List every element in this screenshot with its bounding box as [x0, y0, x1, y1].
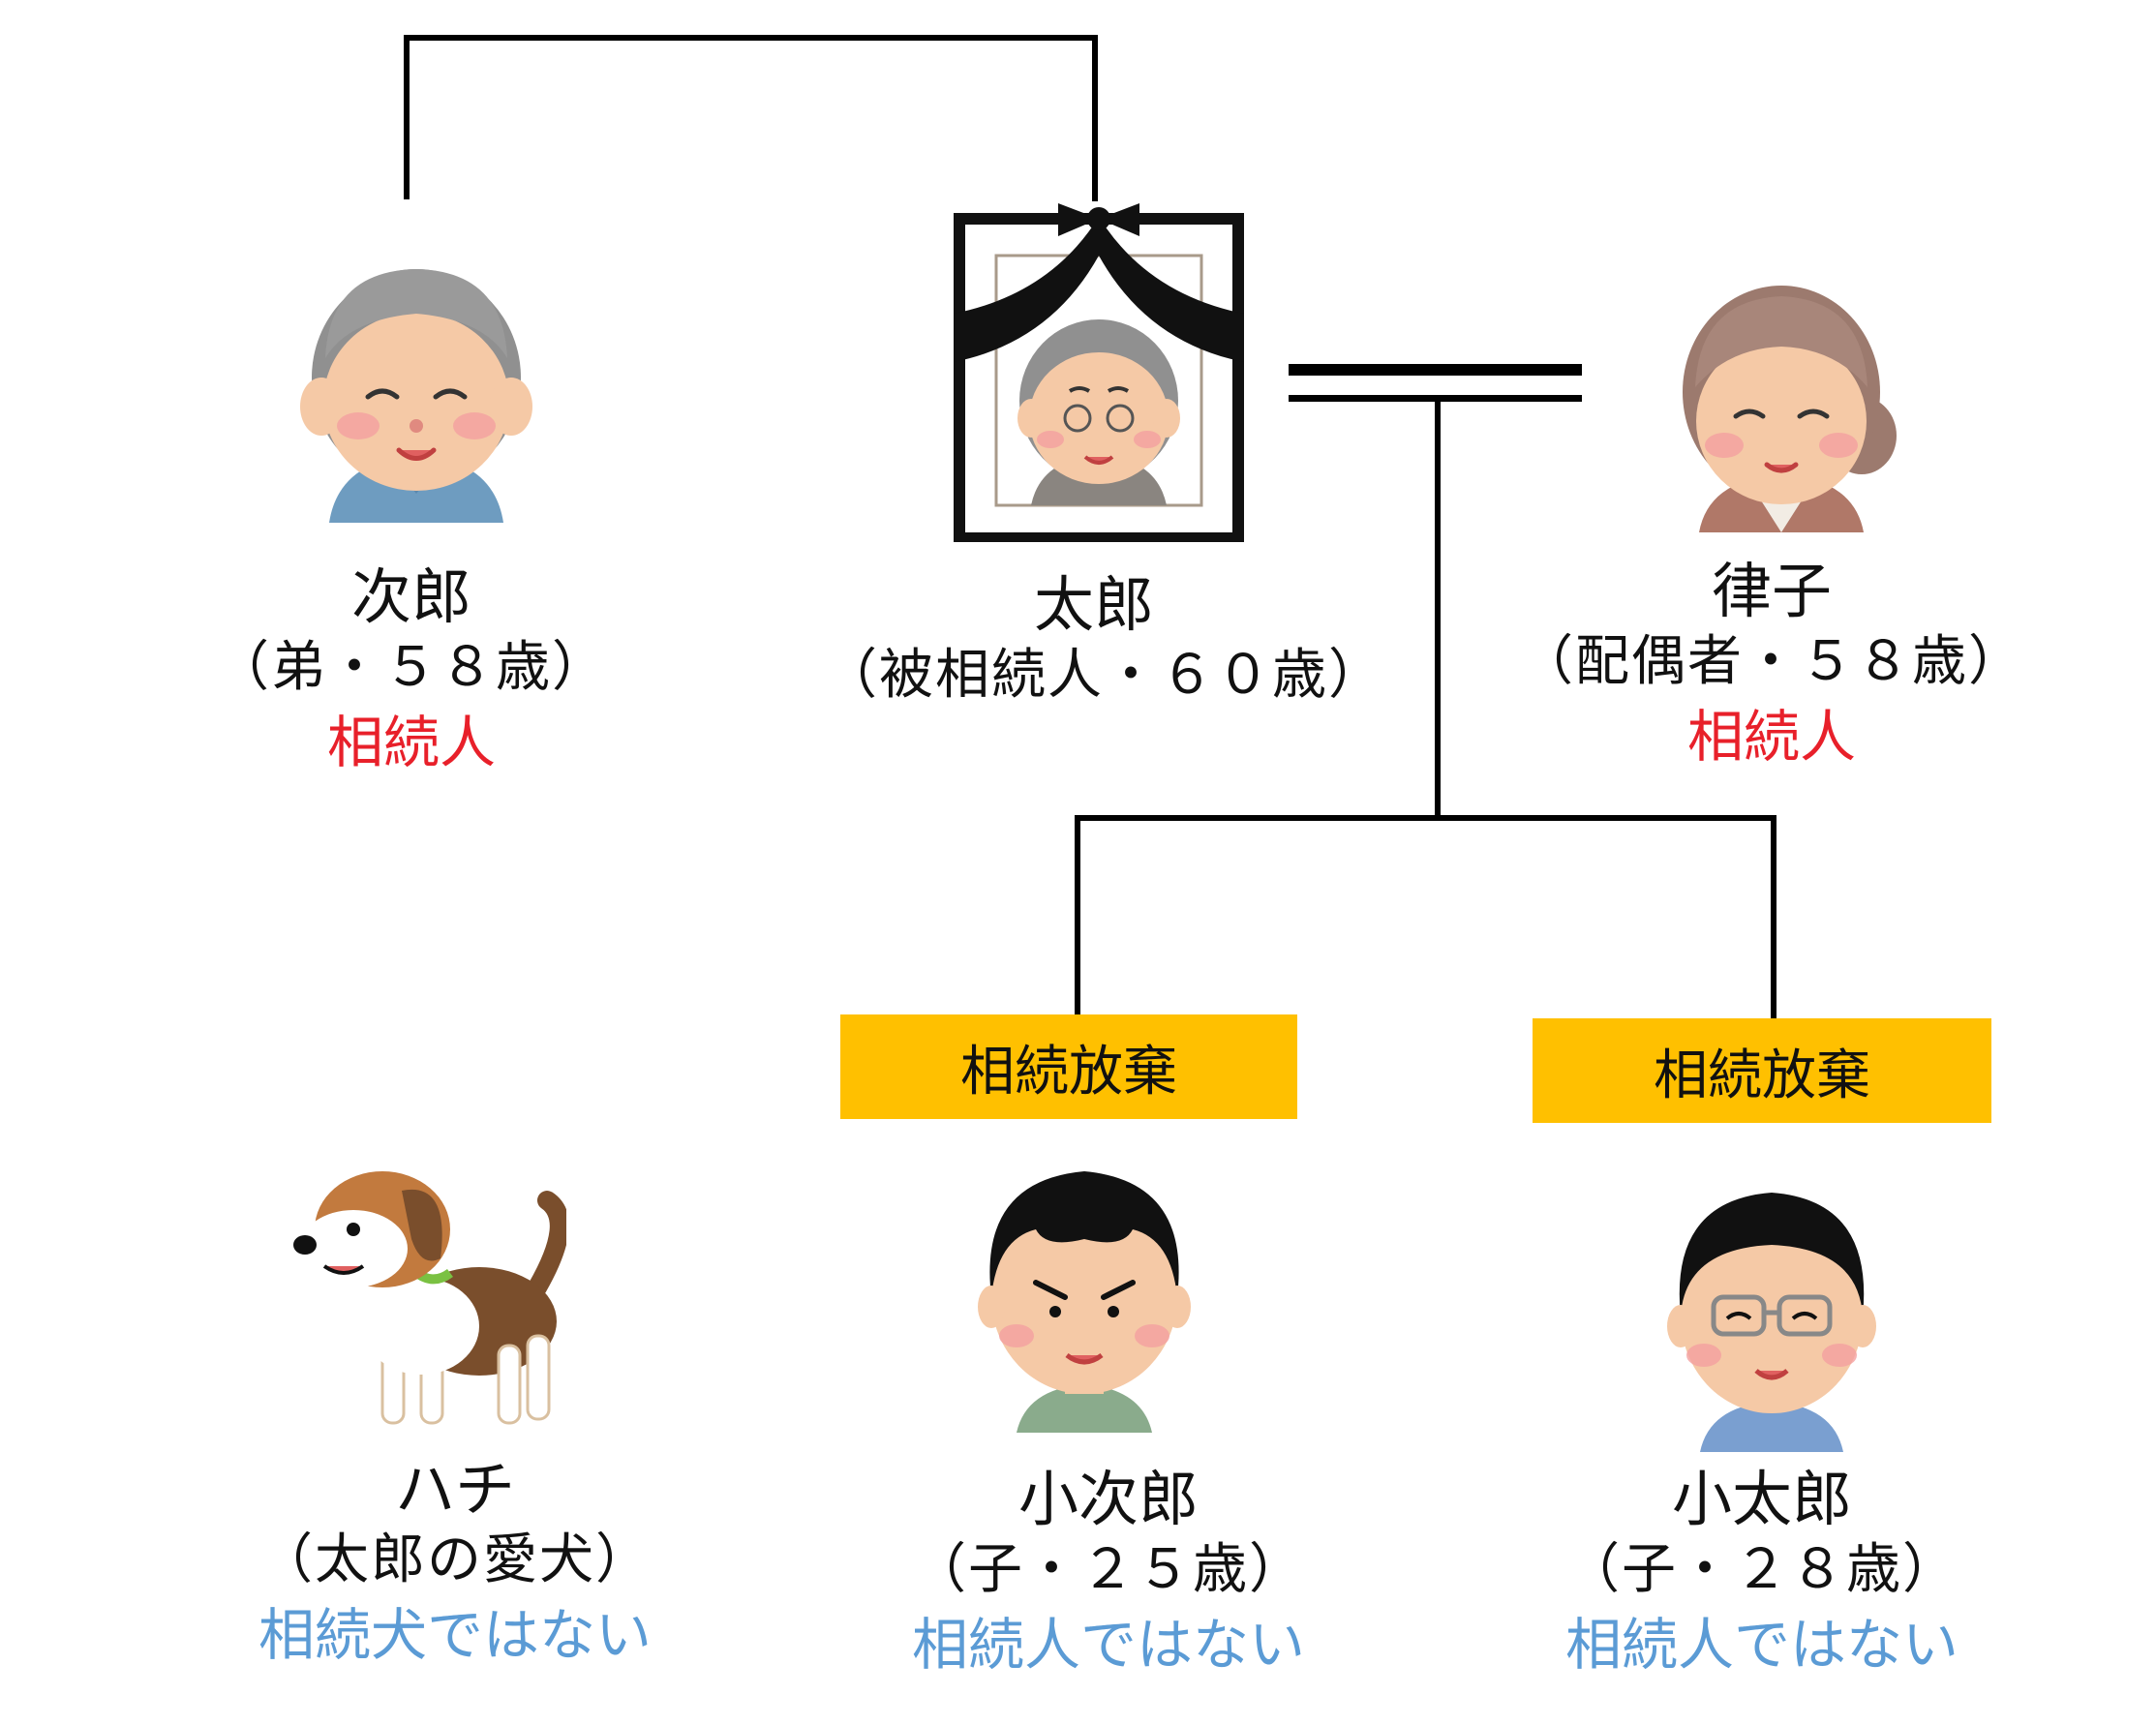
ritsuko-detail: （配偶者・５８歳） — [1519, 630, 2024, 693]
kojiro-name: 小次郎 — [1017, 1464, 1199, 1534]
sibling-line-top — [404, 35, 1098, 41]
children-line-horizontal — [1075, 815, 1776, 821]
hachi-caption: ハチ （太郎の愛犬） 相続犬ではない — [184, 1460, 726, 1680]
jiro-status: 相続人 — [326, 710, 496, 775]
jiro-detail: （弟・５８歳） — [215, 636, 608, 699]
renunciation-badge-right-label: 相続放棄 — [1654, 1044, 1870, 1107]
hachi-name: ハチ — [394, 1454, 515, 1525]
jiro-name: 次郎 — [350, 561, 471, 632]
sibling-line-left — [404, 35, 410, 199]
young-man-icon — [978, 1171, 1191, 1433]
child-line-right — [1771, 815, 1776, 1020]
hachi-detail: （太郎の愛犬） — [258, 1528, 652, 1591]
kotaro-detail: （子・２８歳） — [1565, 1538, 1959, 1601]
hachi-status: 相続犬ではない — [258, 1602, 652, 1668]
kojiro-status: 相続人ではない — [911, 1612, 1305, 1678]
kotaro-status: 相続人ではない — [1564, 1612, 1959, 1678]
renunciation-badge-left: 相続放棄 — [840, 1014, 1297, 1119]
taro-detail: （被相続人・６０歳） — [823, 644, 1384, 707]
memorial-portrait-icon — [954, 203, 1244, 542]
kojiro-detail: （子・２５歳） — [912, 1538, 1305, 1601]
ritsuko-status: 相続人 — [1686, 704, 1856, 770]
children-line-vertical — [1435, 397, 1441, 819]
renunciation-badge-right: 相続放棄 — [1533, 1018, 1991, 1123]
kotaro-caption: 小太郎 （子・２８歳） 相続人ではない — [1491, 1469, 2033, 1690]
ritsuko-name: 律子 — [1711, 556, 1832, 626]
marriage-line-upper — [1289, 364, 1582, 376]
renunciation-badge-left-label: 相続放棄 — [960, 1040, 1177, 1104]
taro-name: 太郎 — [1033, 569, 1154, 640]
ritsuko-caption: 律子 （配偶者・５８歳） 相続人 — [1501, 561, 2043, 782]
kojiro-caption: 小次郎 （子・２５歳） 相続人ではない — [837, 1469, 1380, 1690]
elderly-woman-icon — [1683, 286, 1897, 532]
child-line-left — [1075, 815, 1080, 1018]
beagle-dog-icon — [293, 1171, 566, 1425]
jiro-caption: 次郎 （弟・５８歳） 相続人 — [140, 567, 683, 788]
sibling-line-right — [1092, 35, 1098, 201]
kotaro-name: 小太郎 — [1671, 1464, 1852, 1534]
young-man-glasses-icon — [1667, 1193, 1876, 1452]
elderly-man-icon — [300, 269, 532, 523]
taro-caption: 太郎 （被相続人・６０歳） — [823, 569, 1384, 722]
